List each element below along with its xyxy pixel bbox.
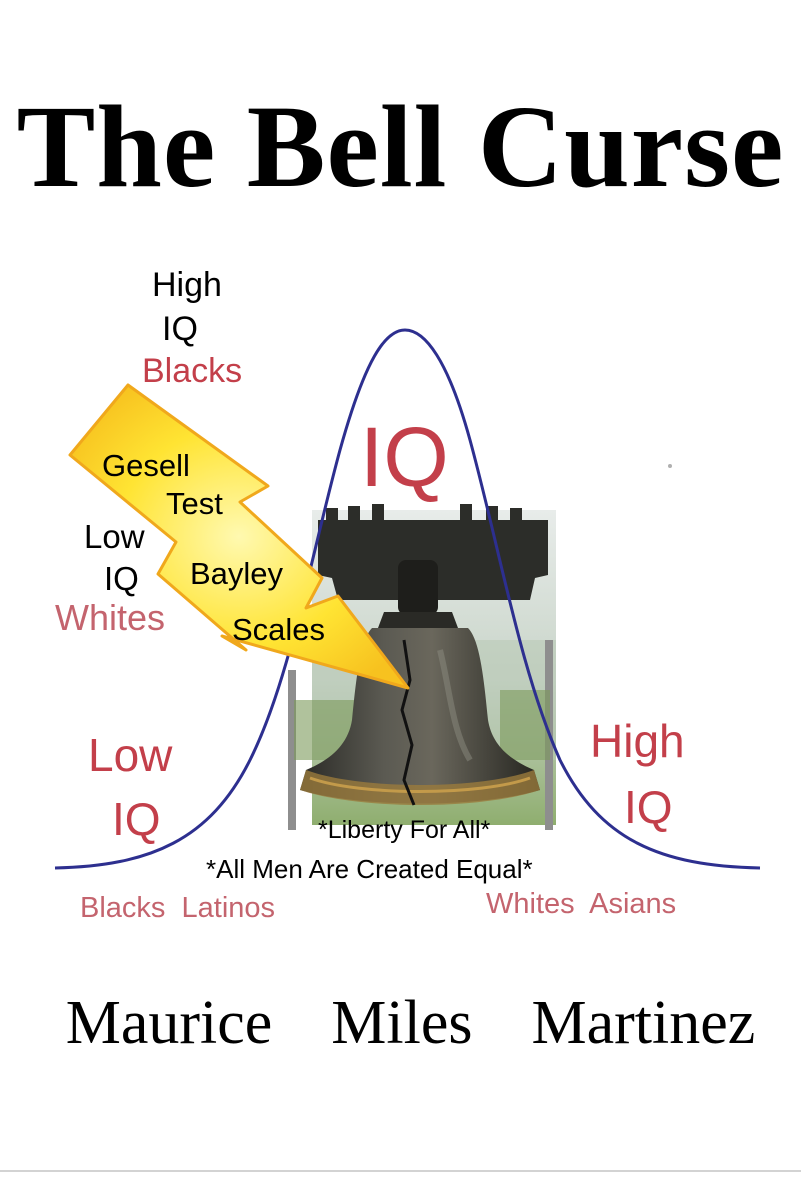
label-low-whites: Low [84,518,145,555]
label-iq-top: IQ [162,310,198,348]
label-gesell: Gesell [102,448,190,483]
label-equal: *All Men Are Created Equal* [206,854,533,884]
label-liberty: *Liberty For All* [318,816,491,844]
label-low-left: Low [88,729,173,781]
label-iq-right: IQ [624,781,673,833]
lightning-bolt-icon [68,383,410,690]
label-center-iq: IQ [360,410,449,504]
label-iq-left: IQ [112,793,161,845]
label-high-right: High [590,715,685,767]
label-test: Test [166,486,223,521]
book-title: The Bell Curse [16,81,785,212]
label-blacks-top: Blacks [142,352,243,390]
book-author: Maurice Miles Martinez [65,989,756,1057]
label-iq-whites: IQ [104,560,139,597]
bottom-divider [0,1170,801,1172]
label-scales: Scales [232,612,326,647]
label-whites-left: Whites [55,597,166,638]
label-high: High [152,266,222,304]
label-right-groups: Whites Asians [486,888,677,920]
label-bayley: Bayley [190,556,284,591]
label-left-groups: Blacks Latinos [80,892,276,924]
bell-curve-line [54,328,761,870]
